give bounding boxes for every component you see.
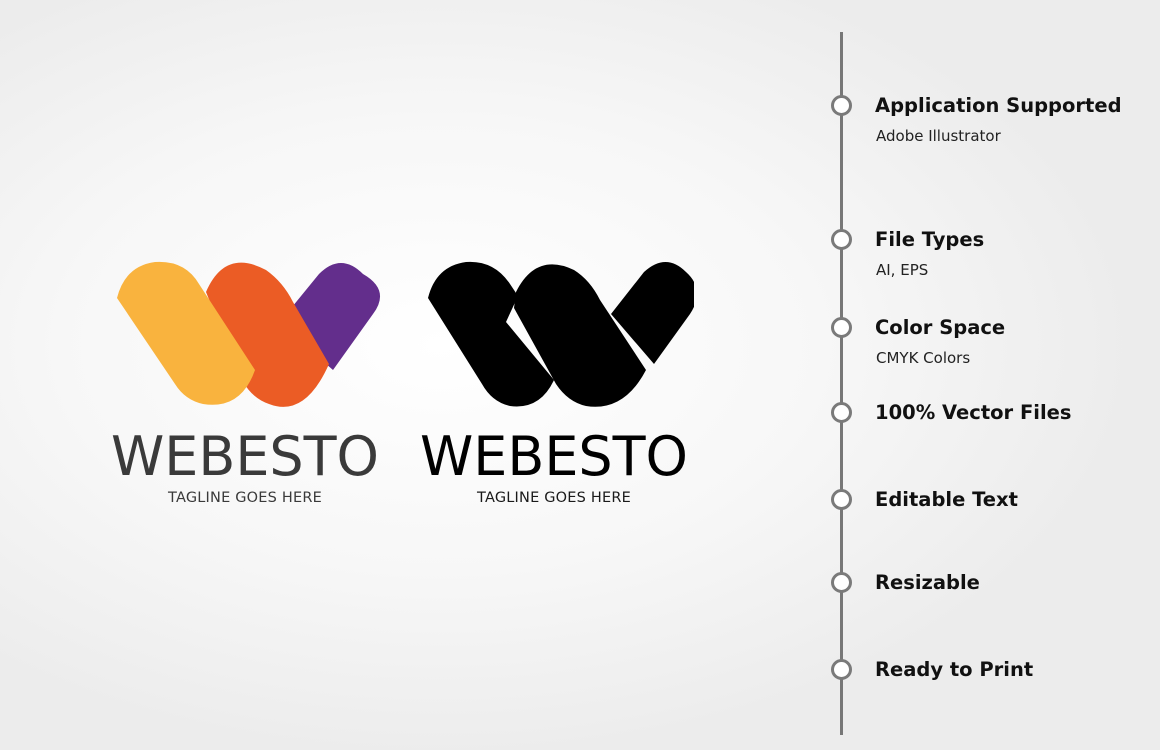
w-logo-mark-color: [117, 261, 381, 407]
feature-title: 100% Vector Files: [875, 401, 1072, 424]
feature-subtitle: Adobe Illustrator: [876, 127, 1001, 145]
w-stroke-black-3: [611, 262, 694, 364]
feature-title: Ready to Print: [875, 658, 1034, 681]
wordmark-text: WEBESTO: [111, 425, 379, 488]
w-stroke-black-1: [428, 261, 554, 407]
w-logo-mark-black: [428, 261, 694, 407]
tagline: TAGLINE GOES HERE: [168, 490, 322, 506]
feature-title: Resizable: [875, 571, 980, 594]
timeline-dot-icon: [831, 659, 852, 680]
wordmark-text: WEBESTO: [420, 425, 688, 488]
feature-subtitle: CMYK Colors: [876, 349, 971, 367]
tagline: TAGLINE GOES HERE: [477, 490, 631, 506]
w-stroke-orange: [206, 262, 329, 407]
timeline-line: [840, 32, 843, 735]
timeline-dot-icon: [831, 572, 852, 593]
timeline-dot-icon: [831, 489, 852, 510]
feature-title: Editable Text: [875, 488, 1018, 511]
feature-title: Application Supported: [875, 94, 1122, 117]
feature-subtitle: AI, EPS: [876, 261, 929, 279]
feature-title: File Types: [875, 228, 985, 251]
logo-black: WEBESTO TAGLINE GOES HERE: [414, 258, 694, 518]
timeline-dot-icon: [831, 95, 852, 116]
feature-title: Color Space: [875, 316, 1006, 339]
w-stroke-yellow: [117, 261, 255, 405]
wordmark-color: WEBESTO: [111, 425, 379, 488]
timeline-dot-icon: [831, 229, 852, 250]
logo-color: WEBESTO TAGLINE GOES HERE: [105, 258, 385, 518]
wordmark-black: WEBESTO: [420, 425, 688, 488]
w-stroke-black-2: [514, 264, 646, 407]
timeline-dot-icon: [831, 317, 852, 338]
timeline-dot-icon: [831, 402, 852, 423]
